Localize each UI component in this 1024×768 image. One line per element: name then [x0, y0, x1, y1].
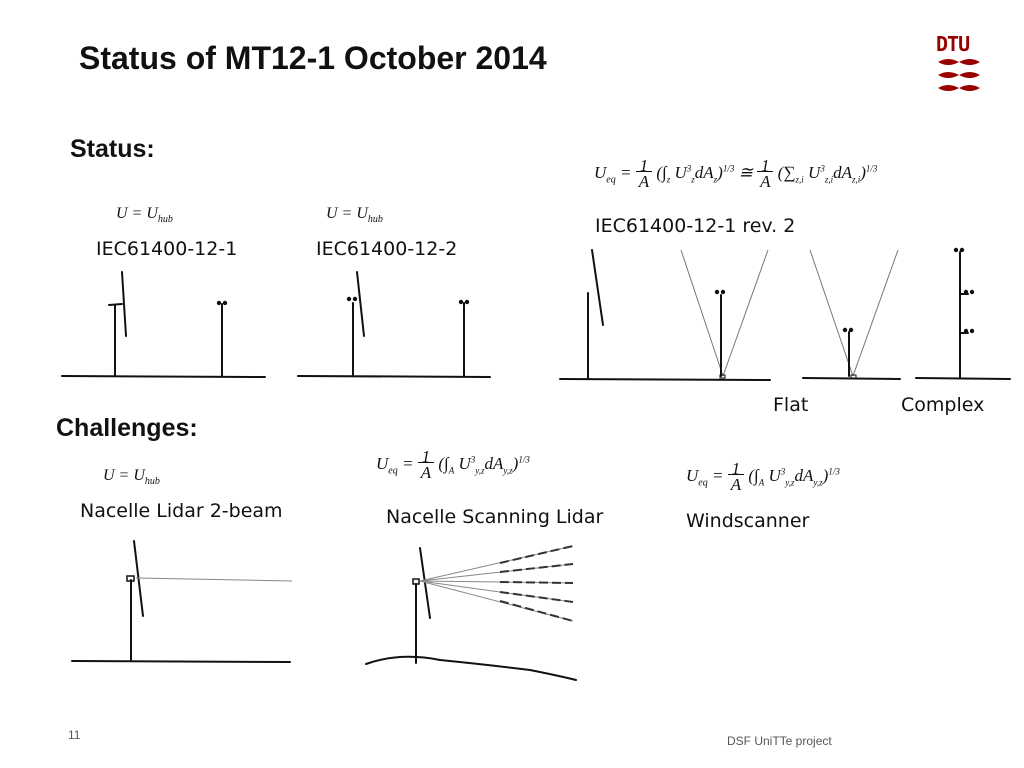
status-label-iec-12-1: IEC61400-12-1: [96, 238, 238, 260]
status-heading: Status:: [70, 135, 155, 163]
status-formula-1: U = Uhub: [116, 205, 173, 226]
challenge-formula-1: U = Uhub: [103, 467, 160, 488]
dtu-logo: DTU: [936, 34, 982, 96]
challenge-label-windscanner: Windscanner: [686, 510, 810, 532]
status-label-iec-12-1-rev2: IEC61400-12-1 rev. 2: [595, 215, 796, 237]
sketch-nacelle-scanning-lidar: [365, 545, 577, 681]
dtu-logo-text: DTU: [936, 32, 970, 56]
sketch-iec-12-1: [61, 271, 266, 378]
footer-project: DSF UniTTe project: [727, 734, 832, 748]
challenges-heading: Challenges:: [56, 414, 198, 442]
challenge-label-nacelle-2beam: Nacelle Lidar 2-beam: [80, 500, 283, 522]
status-label-iec-12-2: IEC61400-12-2: [316, 238, 458, 260]
status-formula-2: U = Uhub: [326, 205, 383, 226]
challenge-label-nacelle-scanning: Nacelle Scanning Lidar: [386, 506, 604, 528]
sketch-iec-12-2: [297, 271, 491, 378]
terrain-label-complex: Complex: [901, 394, 985, 416]
page-number: 11: [68, 728, 81, 742]
page-title: Status of MT12-1 October 2014: [79, 40, 547, 76]
terrain-label-flat: Flat: [773, 394, 809, 416]
sketch-iec-12-1-rev2: [559, 247, 1011, 381]
sketch-nacelle-lidar-2beam: [71, 540, 293, 663]
